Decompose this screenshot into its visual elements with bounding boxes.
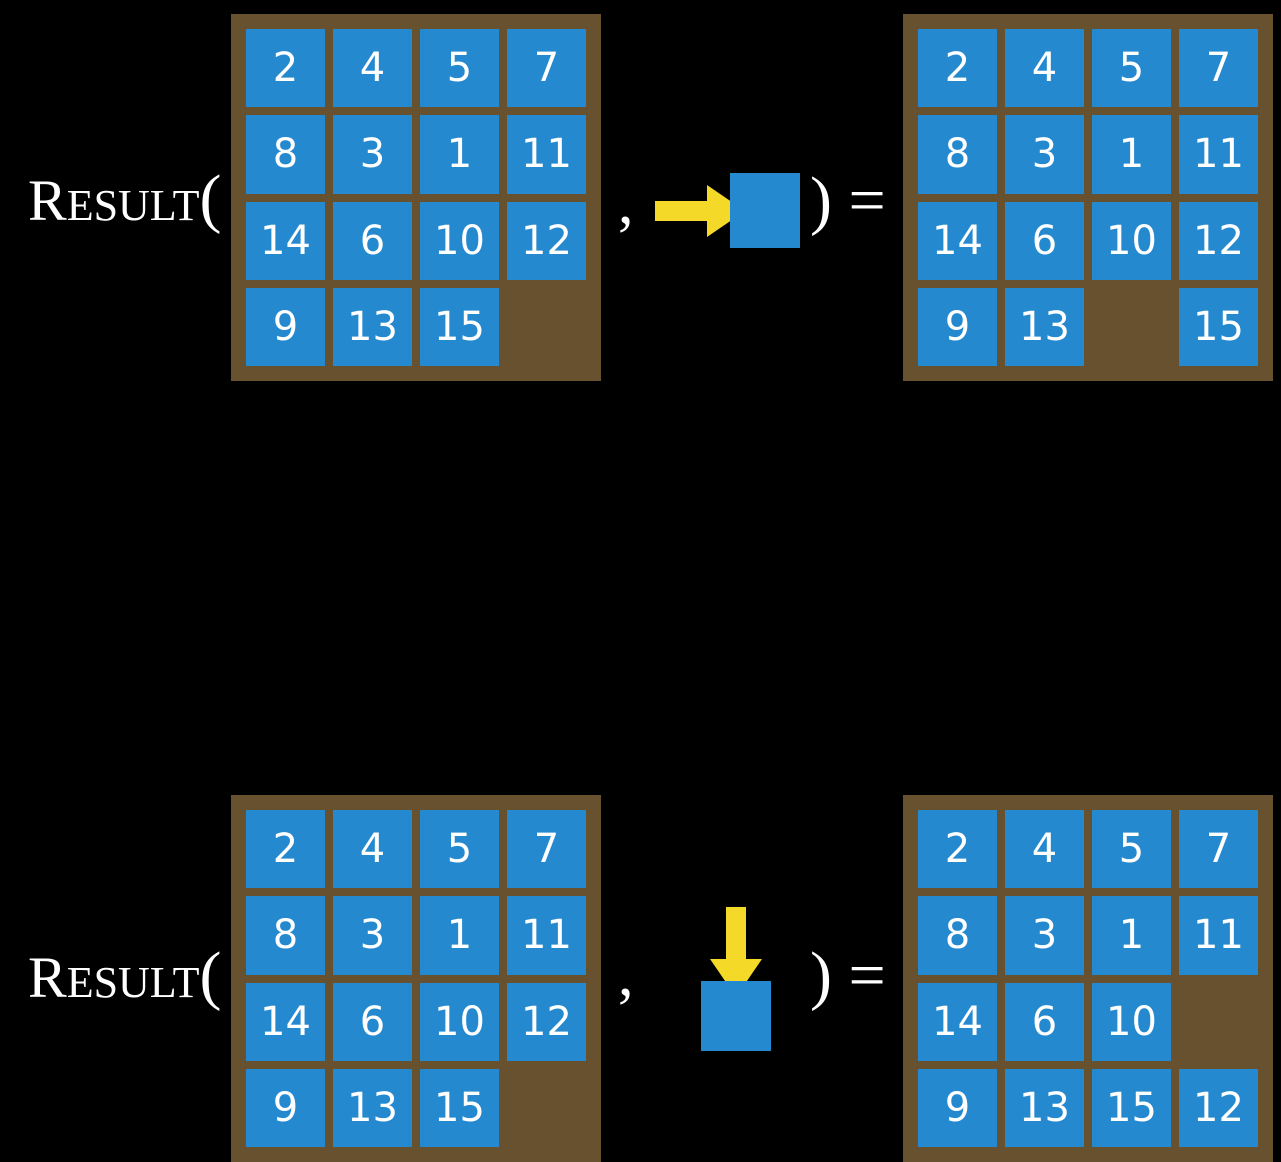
result-label-open-paren-1: (	[199, 939, 222, 1012]
tile[interactable]: 11	[507, 115, 586, 194]
tile[interactable]: 10	[1092, 982, 1171, 1061]
tile[interactable]: 12	[1179, 201, 1258, 280]
tile[interactable]: 13	[333, 1068, 412, 1147]
tile[interactable]: 13	[1005, 287, 1084, 366]
tile[interactable]: 13	[333, 287, 412, 366]
board-grid: 2 4 5 7 8 3 1 11 14 6 10 12 9 13 15	[246, 810, 586, 1147]
close-paren-equals-1: ) =	[810, 939, 886, 1012]
tile-empty-slot[interactable]	[507, 1069, 586, 1147]
argument-separator-comma-1: ,	[618, 941, 634, 1009]
tile[interactable]: 7	[507, 29, 586, 108]
tile[interactable]: 12	[507, 982, 586, 1061]
tile[interactable]: 15	[1092, 1068, 1171, 1147]
tile[interactable]: 4	[1005, 810, 1084, 889]
tile[interactable]: 11	[1179, 115, 1258, 194]
tile[interactable]: 11	[1179, 896, 1258, 975]
tile[interactable]: 9	[918, 1068, 997, 1147]
tile[interactable]: 6	[1005, 982, 1084, 1061]
result-function-label-1: RESULT(	[28, 943, 222, 1009]
tile[interactable]: 10	[1092, 201, 1171, 280]
move-action-tile-0	[730, 173, 800, 248]
tile[interactable]: 4	[333, 29, 412, 108]
tile-empty-slot[interactable]	[1092, 288, 1171, 366]
equation-row-0: RESULT( 2 4 5 7 8 3 1 11 14 6 10 12 9 13…	[0, 0, 1281, 392]
tile[interactable]: 12	[507, 201, 586, 280]
tile[interactable]: 3	[1005, 115, 1084, 194]
tile[interactable]: 2	[918, 29, 997, 108]
tile[interactable]: 5	[420, 810, 499, 889]
tile[interactable]: 10	[420, 982, 499, 1061]
tile[interactable]: 14	[918, 201, 997, 280]
tile[interactable]: 4	[333, 810, 412, 889]
arrow-right-icon	[655, 185, 745, 237]
tile[interactable]: 14	[246, 201, 325, 280]
tile-empty-slot[interactable]	[1179, 983, 1258, 1061]
tile[interactable]: 15	[1179, 287, 1258, 366]
tile[interactable]: 5	[420, 29, 499, 108]
tile[interactable]: 11	[507, 896, 586, 975]
equation-row-1: RESULT( 2 4 5 7 8 3 1 11 14 6 10 12 9 13…	[0, 392, 1281, 1162]
tile[interactable]: 10	[420, 201, 499, 280]
result-function-label-0: RESULT(	[28, 166, 222, 232]
tile[interactable]: 7	[1179, 29, 1258, 108]
puzzle-board-output-0[interactable]: 2 4 5 7 8 3 1 11 14 6 10 12 9 13 15	[903, 14, 1273, 381]
puzzle-board-input-0[interactable]: 2 4 5 7 8 3 1 11 14 6 10 12 9 13 15	[231, 14, 601, 381]
tile[interactable]: 1	[1092, 896, 1171, 975]
tile[interactable]: 3	[1005, 896, 1084, 975]
result-label-rest-1: ESULT	[66, 958, 200, 1007]
puzzle-board-output-1[interactable]: 2 4 5 7 8 3 1 11 14 6 10 9 13 15 12	[903, 795, 1273, 1162]
tile[interactable]: 14	[918, 982, 997, 1061]
tile[interactable]: 1	[1092, 115, 1171, 194]
tile[interactable]: 2	[246, 29, 325, 108]
tile[interactable]: 2	[246, 810, 325, 889]
tile[interactable]: 8	[918, 896, 997, 975]
board-grid: 2 4 5 7 8 3 1 11 14 6 10 12 9 13 15	[918, 29, 1258, 366]
result-label-initial-1: R	[28, 945, 67, 1010]
tile[interactable]: 1	[420, 896, 499, 975]
tile[interactable]: 2	[918, 810, 997, 889]
tile[interactable]: 5	[1092, 29, 1171, 108]
tile[interactable]: 7	[1179, 810, 1258, 889]
tile[interactable]: 15	[420, 1068, 499, 1147]
tile[interactable]: 6	[333, 982, 412, 1061]
tile[interactable]: 3	[333, 115, 412, 194]
tile[interactable]: 9	[246, 1068, 325, 1147]
move-action-tile-1	[701, 981, 771, 1051]
tile[interactable]: 7	[507, 810, 586, 889]
tile[interactable]: 9	[918, 287, 997, 366]
argument-separator-comma-0: ,	[618, 169, 634, 237]
tile[interactable]: 12	[1179, 1068, 1258, 1147]
tile[interactable]: 15	[420, 287, 499, 366]
puzzle-board-input-1[interactable]: 2 4 5 7 8 3 1 11 14 6 10 12 9 13 15	[231, 795, 601, 1162]
tile[interactable]: 1	[420, 115, 499, 194]
tile[interactable]: 3	[333, 896, 412, 975]
tile[interactable]: 5	[1092, 810, 1171, 889]
tile[interactable]: 13	[1005, 1068, 1084, 1147]
tile[interactable]: 8	[918, 115, 997, 194]
result-label-rest-0: ESULT	[66, 181, 200, 230]
board-grid: 2 4 5 7 8 3 1 11 14 6 10 9 13 15 12	[918, 810, 1258, 1147]
close-paren-equals-0: ) =	[810, 164, 886, 237]
tile[interactable]: 4	[1005, 29, 1084, 108]
tile[interactable]: 6	[1005, 201, 1084, 280]
tile-empty-slot[interactable]	[507, 288, 586, 366]
tile[interactable]: 9	[246, 287, 325, 366]
board-grid: 2 4 5 7 8 3 1 11 14 6 10 12 9 13 15	[246, 29, 586, 366]
tile[interactable]: 8	[246, 115, 325, 194]
result-label-open-paren-0: (	[199, 162, 222, 235]
result-label-initial-0: R	[28, 168, 67, 233]
tile[interactable]: 14	[246, 982, 325, 1061]
tile[interactable]: 6	[333, 201, 412, 280]
tile[interactable]: 8	[246, 896, 325, 975]
